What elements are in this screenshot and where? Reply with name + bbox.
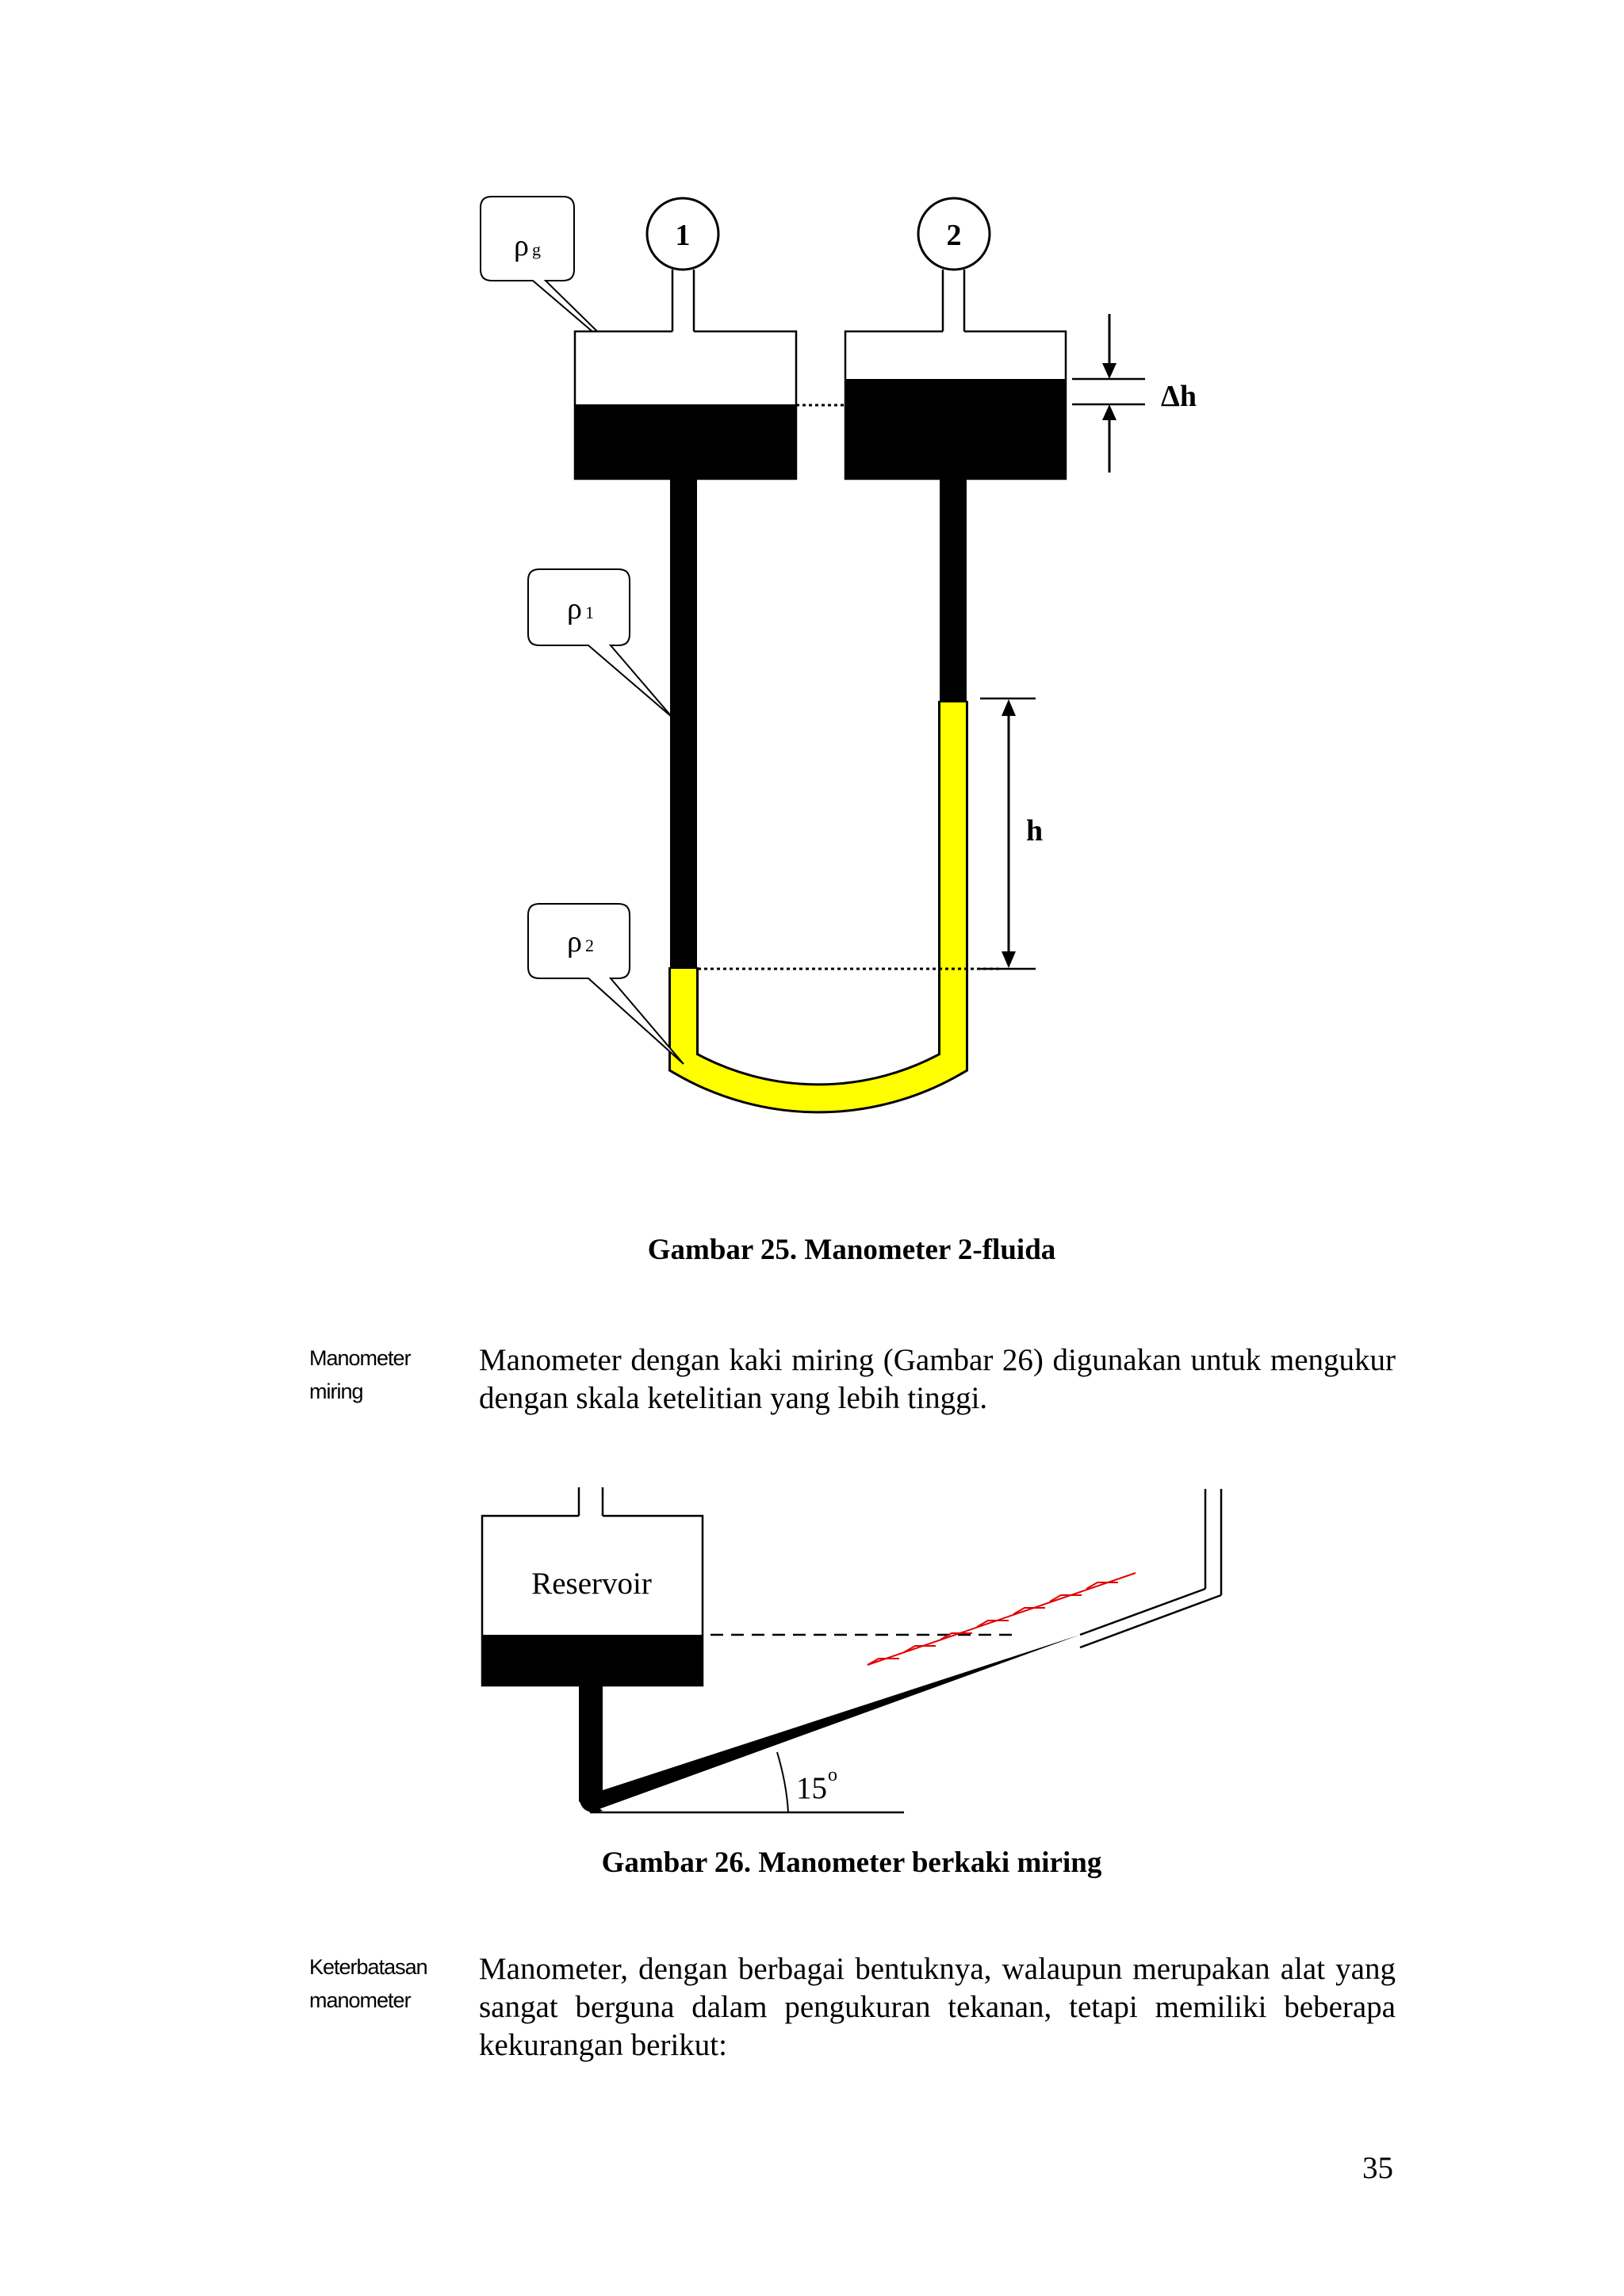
port-1-label: 1 bbox=[676, 219, 691, 252]
angle-unit: o bbox=[828, 1765, 837, 1785]
figure-26-caption: Gambar 26. Manometer berkaki miring bbox=[601, 1846, 1102, 1879]
right-reservoir bbox=[844, 270, 1067, 480]
callout-rho-2: ρ 2 bbox=[527, 903, 684, 1065]
callout-rho-1: ρ 1 bbox=[527, 568, 673, 718]
margin-note-manometer-miring: Manometer miring bbox=[309, 1346, 412, 1403]
margin-note-keterbatasan-manometer: Keterbatasan manometer bbox=[309, 1955, 428, 2012]
page-number: 35 bbox=[1362, 2151, 1393, 2185]
rho-2-symbol: ρ bbox=[567, 925, 582, 959]
port-1: 1 bbox=[645, 197, 720, 271]
figure-25-caption: Gambar 25. Manometer 2-fluida bbox=[647, 1234, 1056, 1266]
h-dimension: h bbox=[980, 697, 1043, 970]
port-2: 2 bbox=[917, 197, 991, 271]
rho-g-subscript: g bbox=[532, 239, 541, 259]
reservoir-label: Reservoir bbox=[531, 1567, 652, 1601]
angle-value: 15 bbox=[796, 1771, 827, 1805]
h-label: h bbox=[1026, 814, 1043, 848]
u-tube bbox=[668, 479, 968, 1114]
delta-h-label: Δh bbox=[1161, 380, 1197, 413]
figure-26-inclined-manometer: Reservoir 15 o bbox=[481, 1487, 1223, 1814]
rho-1-subscript: 1 bbox=[585, 603, 594, 622]
scale-marks bbox=[867, 1572, 1136, 1666]
left-reservoir bbox=[573, 270, 798, 480]
inclined-tube-upper bbox=[1079, 1489, 1223, 1649]
port-2-label: 2 bbox=[947, 219, 962, 252]
figure-25-two-fluid-manometer: ρ g 1 2 ρ 1 bbox=[480, 196, 1197, 1114]
paragraph-manometer-miring: Manometer dengan kaki miring (Gambar 26)… bbox=[479, 1343, 1396, 1415]
callout-rho-g: ρ g bbox=[480, 196, 632, 365]
angle-label: 15 o bbox=[796, 1765, 837, 1805]
reservoir: Reservoir bbox=[481, 1487, 704, 1687]
inclined-leg-fluid bbox=[579, 1635, 1080, 1812]
rho-g-symbol: ρ bbox=[514, 229, 529, 262]
rho-1-symbol: ρ bbox=[567, 592, 582, 626]
angle-arc bbox=[776, 1751, 789, 1813]
rho-2-subscript: 2 bbox=[585, 936, 594, 955]
inclined-leg-bend bbox=[579, 1793, 603, 1812]
paragraph-keterbatasan-manometer: Manometer, dengan berbagai bentuknya, wa… bbox=[479, 1952, 1396, 2062]
delta-h-dimension: Δh bbox=[1072, 314, 1197, 473]
